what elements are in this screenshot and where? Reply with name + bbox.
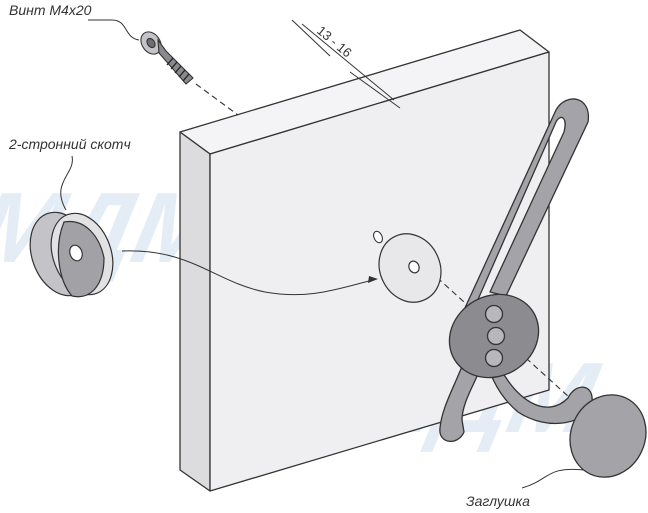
cap-callout: Заглушка [466,468,585,509]
washer-hole [408,260,420,274]
hook-screw-hole-bottom [484,348,504,368]
cap-leader [521,468,585,489]
hook-lower-left-arm [439,355,483,442]
pilot-hole [373,230,383,244]
double-sided-tape [29,211,114,298]
tape-arrow-line [121,250,374,296]
coat-hook [439,98,593,442]
assembly-axis-line [195,83,239,116]
tape-leader [60,155,73,211]
dimension-marker [291,19,401,109]
screw-callout: Винт М4x20 [9,2,140,41]
tape-hole [69,244,83,262]
tape-label: 2-стронний скотч [8,136,131,152]
decorative-cap [569,394,647,478]
screw [140,31,194,85]
tape-callout: 2-стронний скотч [8,136,131,211]
screw-leader [88,19,140,41]
screw-shank [157,38,194,85]
cap-label: Заглушка [466,493,530,509]
panel-side-face [179,131,211,492]
screw-label: Винт М4x20 [9,2,92,18]
dimension-label: 13 - 16 [314,23,355,61]
hook-screw-hole-middle [486,326,506,346]
screw-thread [166,57,190,82]
screw-head-recess [146,37,156,49]
tape-arrow-head [368,276,378,283]
washer [378,233,442,303]
hook-screw-hole-top [484,304,504,324]
